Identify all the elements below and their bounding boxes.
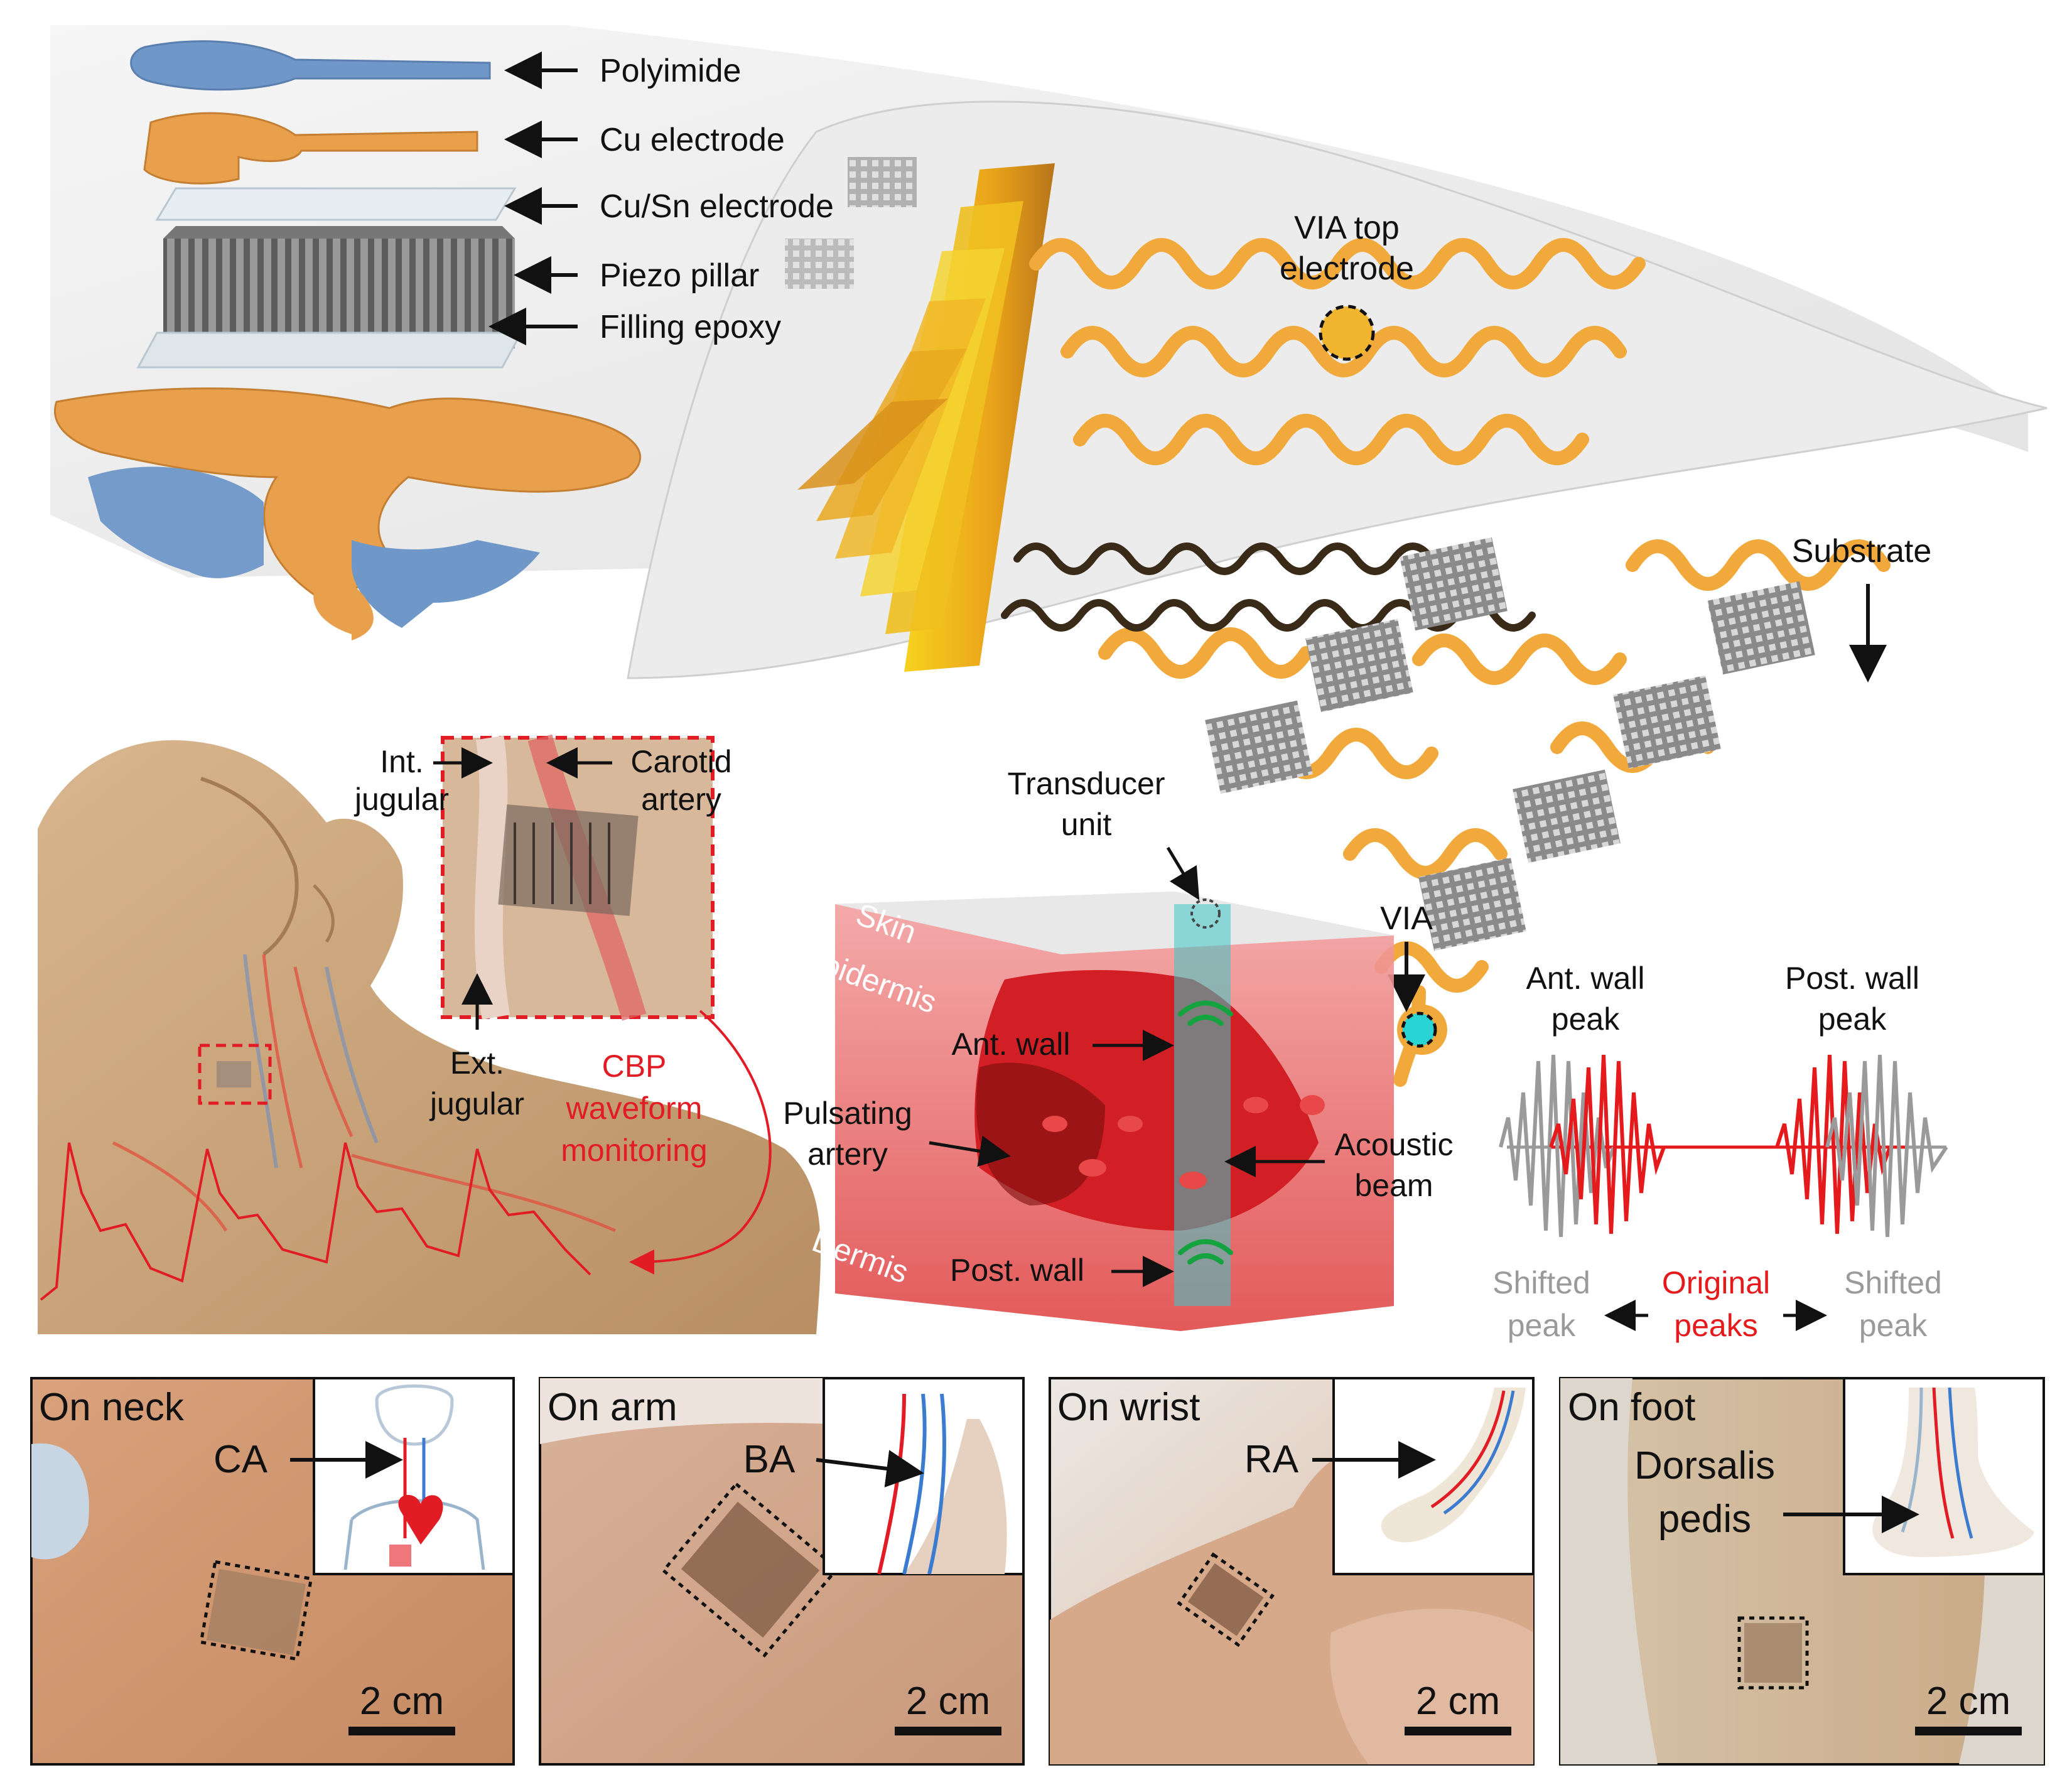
label-shifted-left: Shifted	[1492, 1265, 1590, 1300]
label-original-peaks: peaks	[1674, 1308, 1757, 1343]
panel-neck-title: On neck	[39, 1386, 185, 1429]
panel-foot-scale-label: 2 cm	[1926, 1680, 2010, 1723]
label-ext: Ext.	[450, 1045, 504, 1081]
label-via-top-electrode: electrode	[1280, 251, 1414, 287]
label-polyimide: Polyimide	[600, 53, 741, 89]
via-top-marker	[1319, 305, 1375, 361]
panel-arm-ba-label: BA	[743, 1438, 796, 1481]
echo-signal	[1499, 1054, 1948, 1238]
panel-wrist-title: On wrist	[1057, 1386, 1200, 1429]
panel-foot: On foot Dorsalis pedis 2 cm	[1559, 1377, 2045, 1766]
label-int: Int.	[380, 744, 423, 779]
label-cbp-monitoring: monitoring	[561, 1133, 707, 1168]
label-ant-wall-peak-2: peak	[1551, 1001, 1620, 1037]
label-carotid: Carotid	[630, 744, 731, 779]
head-neck-model	[38, 740, 821, 1334]
panel-arm-scale-bar	[895, 1727, 1001, 1735]
label-shifted-left-2: peak	[1508, 1308, 1576, 1343]
panel-arm-title: On arm	[548, 1386, 677, 1429]
label-cu-electrode: Cu electrode	[600, 122, 785, 158]
panel-wrist-scale-bar	[1405, 1727, 1511, 1735]
panel-neck: On neck CA 2 cm	[30, 1377, 515, 1766]
bottom-cu-layer	[54, 387, 642, 604]
post-original-wave	[1775, 1054, 1892, 1234]
label-substrate: Substrate	[1792, 533, 1932, 569]
label-transducer-unit: unit	[1061, 807, 1112, 842]
panel-wrist-scale-label: 2 cm	[1416, 1680, 1500, 1723]
panel-arm: BA On arm 2 cm	[539, 1377, 1025, 1766]
label-cbp: CBP	[602, 1049, 667, 1084]
cbp-waveform	[40, 1142, 591, 1301]
tissue-model	[835, 892, 1394, 1331]
label-ant-wall: Ant. wall	[952, 1027, 1071, 1062]
label-cusn-electrode: Cu/Sn electrode	[600, 188, 834, 225]
label-post-wall: Post. wall	[950, 1253, 1084, 1288]
label-carotid-artery: artery	[641, 782, 721, 817]
label-via: VIA	[1380, 900, 1433, 937]
label-ant-wall-peak: Ant. wall	[1526, 961, 1645, 996]
cu-electrode-layer	[143, 112, 478, 185]
label-piezo-pillar: Piezo pillar	[600, 257, 759, 294]
label-acoustic: Acoustic	[1335, 1127, 1454, 1162]
panel-foot-label: Dorsalis	[1634, 1444, 1775, 1487]
panel-foot-title: On foot	[1568, 1386, 1695, 1429]
label-post-wall-peak-2: peak	[1818, 1001, 1887, 1037]
panel-neck-scale-label: 2 cm	[360, 1680, 444, 1723]
label-transducer: Transducer	[1007, 766, 1165, 801]
label-pulsating-artery: artery	[807, 1136, 888, 1172]
post-shifted-wave	[1825, 1054, 1948, 1238]
panel-wrist-ra-label: RA	[1244, 1438, 1299, 1481]
gold-electrodes	[797, 163, 1055, 672]
panel-foot-label-2: pedis	[1658, 1497, 1751, 1541]
neck-device-box	[198, 1044, 272, 1105]
label-acoustic-beam: beam	[1354, 1168, 1433, 1203]
cusn-electrode-layer	[155, 187, 517, 221]
label-ext-jugular: jugular	[429, 1086, 524, 1121]
acoustic-beam	[1174, 904, 1231, 1306]
polyimide-layer	[130, 40, 491, 91]
label-filling-epoxy: Filling epoxy	[600, 309, 781, 345]
label-pulsating: Pulsating	[783, 1096, 912, 1131]
panel-wrist: On wrist RA 2 cm	[1049, 1377, 1535, 1766]
via-marker	[1401, 1012, 1437, 1048]
label-int-jugular: jugular	[353, 782, 449, 817]
label-shifted-right: Shifted	[1844, 1265, 1942, 1300]
panel-neck-scale-bar	[348, 1727, 455, 1735]
ant-shifted-wave	[1499, 1054, 1616, 1238]
panel-foot-scale-bar	[1915, 1727, 2022, 1735]
transducer-elements	[785, 157, 1815, 951]
cbp-arrow	[629, 1010, 772, 1275]
label-cbp-waveform: waveform	[566, 1091, 703, 1126]
label-original: Original	[1662, 1265, 1770, 1300]
panel-neck-ca-label: CA	[213, 1438, 268, 1481]
label-shifted-right-2: peak	[1859, 1308, 1928, 1343]
carotid-inset	[441, 734, 715, 1021]
label-post-wall-peak: Post. wall	[1785, 961, 1919, 996]
filling-epoxy-layer	[136, 332, 523, 369]
label-via-top: VIA top	[1294, 210, 1400, 246]
panel-arm-scale-label: 2 cm	[906, 1680, 990, 1723]
ant-original-wave	[1549, 1054, 1666, 1234]
piezo-pillar-layer	[163, 239, 515, 348]
layer-stack	[54, 40, 642, 640]
